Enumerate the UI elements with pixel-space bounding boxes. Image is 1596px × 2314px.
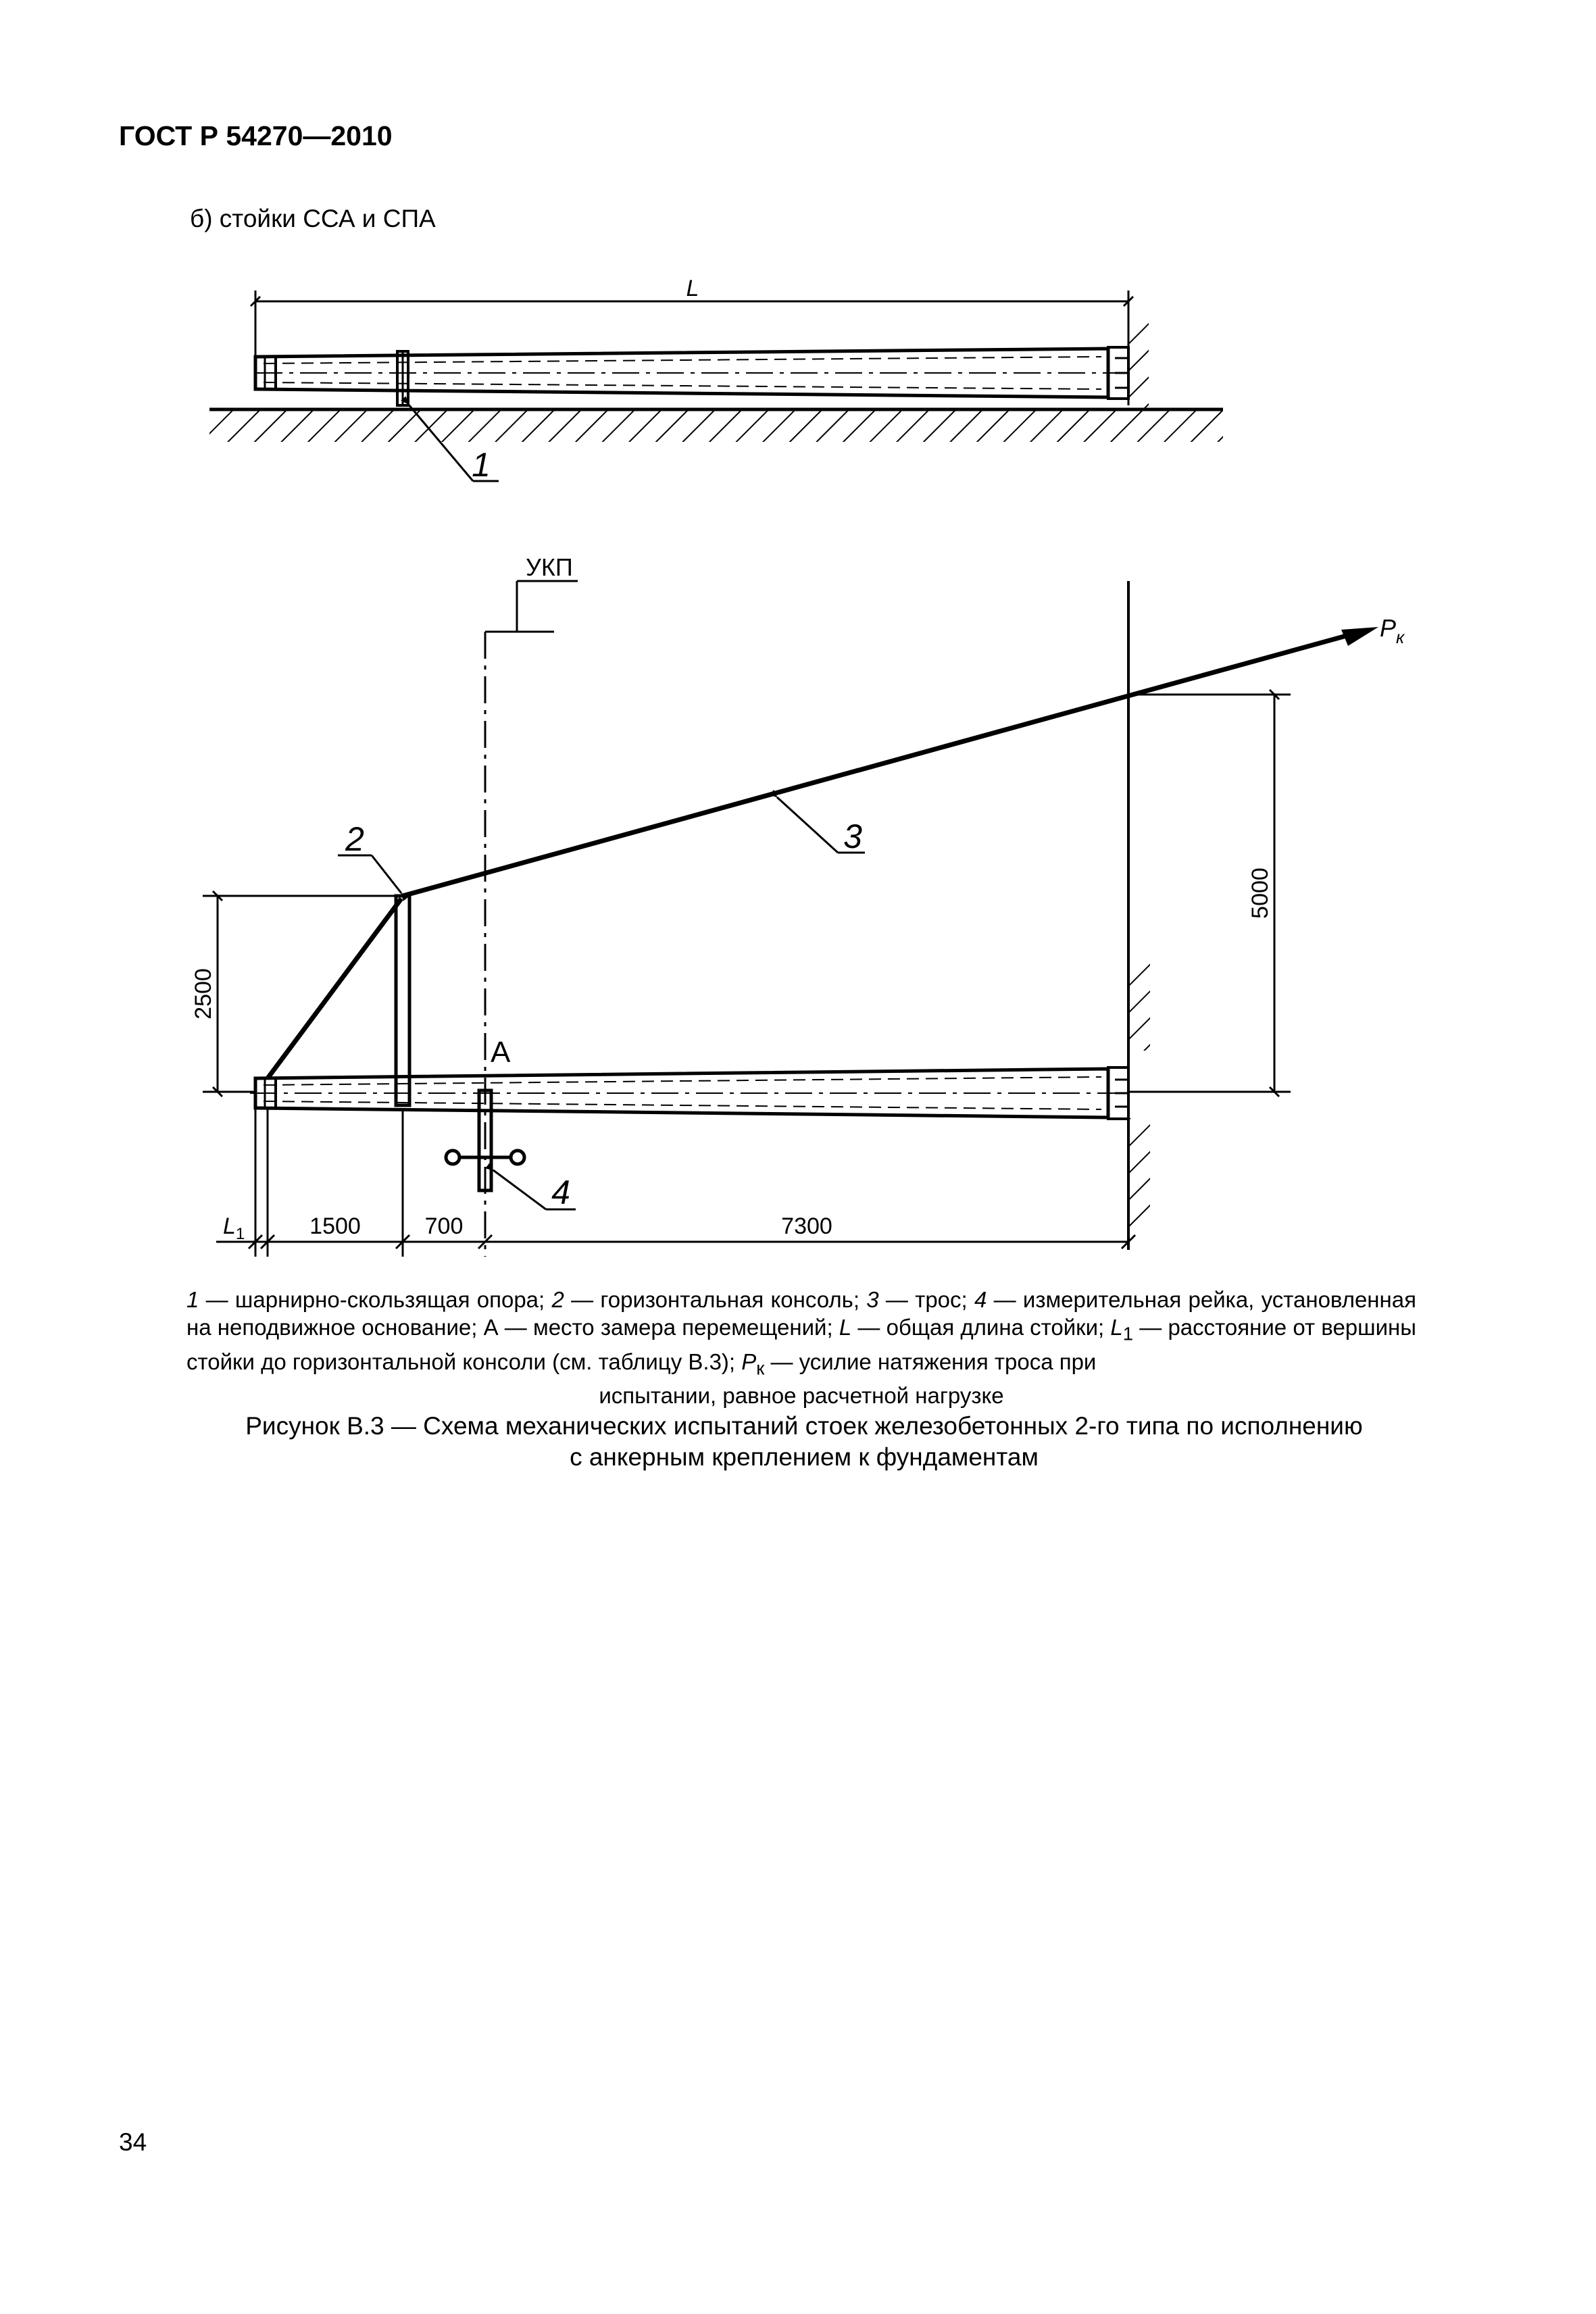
page-number: 34: [119, 2128, 147, 2156]
dimension-l1: L1: [223, 1213, 245, 1243]
dimension-label-l: L: [687, 276, 699, 301]
point-a-label: А: [491, 1036, 511, 1069]
dimension-7300: 7300: [781, 1213, 832, 1239]
test-scheme-diagram: L 1 УКП: [191, 276, 1405, 1257]
figure-caption: Рисунок В.3 — Схема механических испытан…: [189, 1411, 1419, 1473]
horizontal-console: [394, 894, 412, 1107]
dimension-5000: 5000: [1247, 867, 1273, 919]
legend-last-line: испытании, равное расчетной нагрузке: [599, 1383, 1004, 1409]
top-view-diagram: L 1: [209, 276, 1223, 484]
figure-subtitle: б) стойки ССА и СПА: [190, 205, 436, 232]
callout-1: 1: [472, 446, 491, 484]
callout-4: 4: [551, 1174, 570, 1211]
caption-line-1: Рисунок В.3 — Схема механических испытан…: [245, 1412, 1363, 1440]
force-label: Рк: [1380, 614, 1405, 647]
measuring-rail: [477, 1088, 493, 1192]
dimension-2500: 2500: [191, 968, 216, 1020]
callout-2: 2: [345, 820, 364, 858]
figure-legend: 1 — шарнирно-скользящая опора; 2 — гориз…: [186, 1287, 1416, 1409]
callout-3: 3: [843, 818, 862, 855]
main-scheme-diagram: УКП Рк 3 2 А: [191, 553, 1405, 1257]
document-code: ГОСТ Р 54270—2010: [119, 120, 393, 151]
ukp-label: УКП: [526, 553, 573, 581]
dimension-700: 700: [425, 1213, 464, 1239]
dimension-1500: 1500: [309, 1213, 361, 1239]
caption-line-2: с анкерным креплением к фундаментам: [570, 1443, 1039, 1471]
cable: [402, 628, 1364, 899]
